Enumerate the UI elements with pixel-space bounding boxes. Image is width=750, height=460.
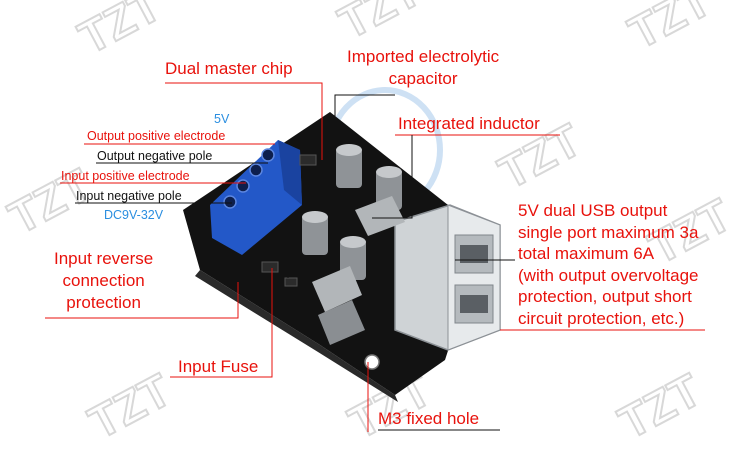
watermark-text: TZT bbox=[610, 363, 709, 448]
usb-port-assembly bbox=[394, 204, 501, 351]
watermark-text: TZT bbox=[330, 0, 429, 49]
watermark-text: TZT bbox=[80, 363, 179, 448]
voltage-5v-label: 5V bbox=[214, 112, 230, 126]
input-fuse-label: Input Fuse bbox=[178, 357, 259, 376]
usb-output-label: 5V dual USB output single port maximum 3… bbox=[518, 201, 699, 328]
electrolytic-capacitor-label: Imported electrolytic capacitor bbox=[347, 47, 500, 88]
pcb-edge bbox=[195, 270, 398, 402]
input-negative-label: Input negative pole bbox=[76, 189, 182, 203]
inductors bbox=[312, 196, 405, 345]
m3-hole bbox=[364, 354, 380, 370]
watermark-text: TZT bbox=[70, 0, 169, 64]
leader-lines bbox=[45, 82, 705, 432]
output-positive-label: Output positive electrode bbox=[87, 129, 226, 143]
dual-master-chip-label: Dual master chip bbox=[165, 59, 293, 78]
input-range-label: DC9V-32V bbox=[104, 208, 164, 222]
m3-hole-label: M3 fixed hole bbox=[378, 409, 480, 428]
screw-terminal-block bbox=[210, 140, 302, 255]
reverse-protection-label: Input reverse connection protection bbox=[54, 249, 154, 312]
watermark-text: TZT bbox=[620, 0, 719, 59]
output-negative-label: Output negative pole bbox=[97, 149, 213, 163]
integrated-inductor-label: Integrated inductor bbox=[398, 114, 540, 133]
input-positive-label: Input positive electrode bbox=[61, 169, 190, 183]
ic-chips bbox=[261, 154, 317, 287]
